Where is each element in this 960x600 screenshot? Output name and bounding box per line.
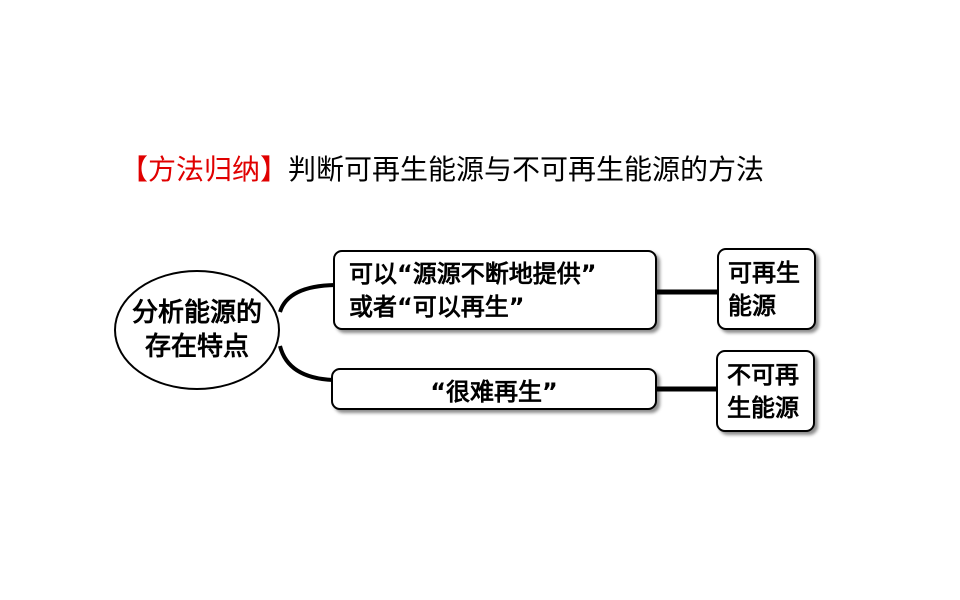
root-label-line1: 分析能源的: [131, 298, 262, 328]
result-box-nonrenewable-energy: 不可再 生能源: [716, 350, 815, 432]
heading-title: 判断可再生能源与不可再生能源的方法: [288, 153, 765, 186]
condition-renewable-line1: 可以“源源不断地提供”: [349, 260, 597, 288]
brace-lower-curve: [278, 345, 334, 382]
result-renewable-line2: 能源: [728, 292, 776, 320]
condition-nonrenewable-label: “很难再生”: [430, 377, 558, 406]
condition-renewable-line2: 或者“可以再生”: [349, 293, 525, 321]
root-label-line2: 存在特点: [144, 332, 249, 362]
condition-box-renewable: 可以“源源不断地提供” 或者“可以再生”: [333, 250, 657, 330]
result-renewable-line1: 可再生: [728, 259, 800, 287]
heading-tag: 【方法归纳】: [120, 153, 289, 186]
result-nonrenewable-line1: 不可再: [727, 361, 799, 389]
method-summary-heading: 【方法归纳】判断可再生能源与不可再生能源的方法: [120, 150, 764, 190]
result-nonrenewable-line2: 生能源: [727, 394, 799, 422]
brace-upper-curve: [278, 283, 336, 313]
condition-box-nonrenewable: “很难再生”: [331, 368, 657, 410]
root-node-energy-characteristics: 分析能源的 存在特点: [114, 270, 280, 390]
result-box-renewable-energy: 可再生 能源: [717, 248, 816, 330]
